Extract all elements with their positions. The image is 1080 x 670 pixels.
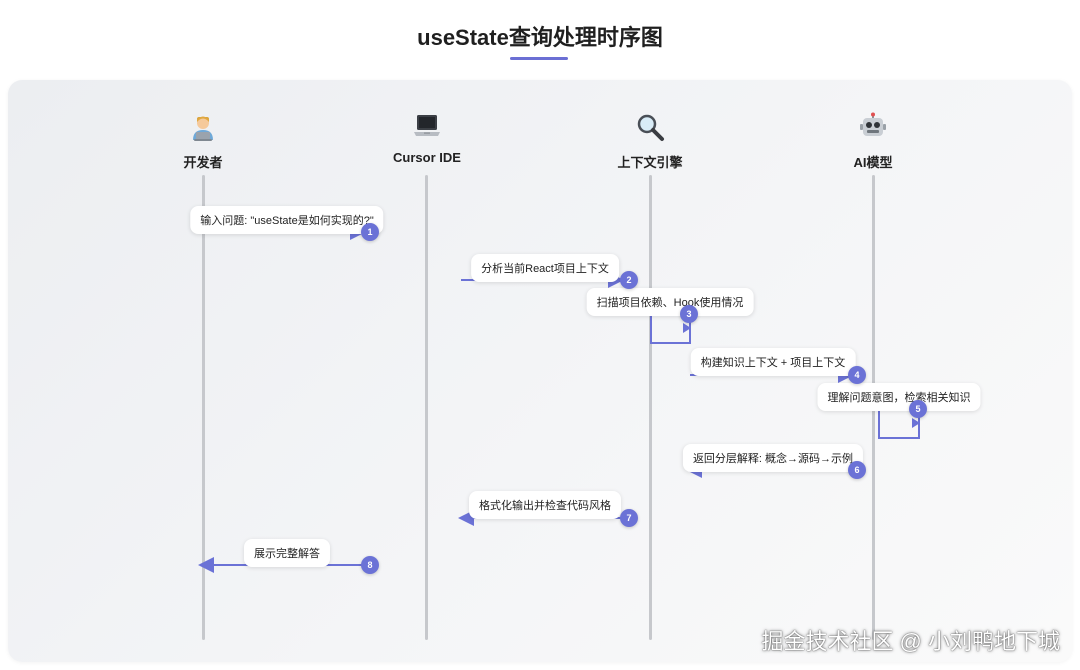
message-label-6: 返回分层解释: 概念→源码→示例 — [682, 444, 864, 472]
message-label-2: 分析当前React项目上下文 — [471, 254, 619, 282]
message-label-7: 格式化输出并检查代码风格 — [469, 491, 621, 519]
step-badge-8: 8 — [361, 556, 379, 574]
actor-name: 上下文引擎 — [617, 155, 683, 170]
actor-name: Cursor IDE — [393, 150, 461, 165]
actor-ai-model: AI模型 — [793, 112, 953, 171]
step-badge-4: 4 — [848, 366, 866, 384]
lifeline-context-engine — [649, 175, 652, 640]
watermark-text: 掘金技术社区 @ 小刘鸭地下城 — [761, 629, 1060, 654]
message-label-5: 理解问题意图，检索相关知识 — [817, 383, 981, 411]
robot-icon — [860, 112, 886, 136]
actor-name: 开发者 — [183, 155, 223, 170]
title-underline — [510, 57, 568, 60]
actor-name: AI模型 — [853, 155, 893, 170]
message-label-8: 展示完整解答 — [244, 539, 330, 567]
actor-cursor-ide: Cursor IDE — [347, 110, 507, 165]
message-label-1: 输入问题: "useState是如何实现的?" — [190, 206, 384, 234]
laptop-icon — [414, 115, 440, 136]
lifeline-cursor-ide — [425, 175, 428, 640]
step-badge-1: 1 — [361, 223, 379, 241]
magnifier-icon — [637, 114, 664, 141]
diagram-title: useState查询处理时序图 — [417, 25, 663, 50]
lifeline-developer — [202, 175, 205, 640]
step-badge-3: 3 — [680, 305, 698, 323]
step-badge-5: 5 — [909, 400, 927, 418]
message-label-3: 扫描项目依赖、Hook使用情况 — [586, 288, 754, 316]
message-label-4: 构建知识上下文 + 项目上下文 — [690, 348, 856, 376]
step-badge-7: 7 — [620, 509, 638, 527]
step-badge-6: 6 — [848, 461, 866, 479]
step-badge-2: 2 — [620, 271, 638, 289]
actor-developer: 开发者 — [123, 112, 283, 171]
developer-icon — [193, 116, 213, 141]
diagram-panel — [8, 80, 1072, 662]
actor-context-engine: 上下文引擎 — [570, 112, 730, 171]
